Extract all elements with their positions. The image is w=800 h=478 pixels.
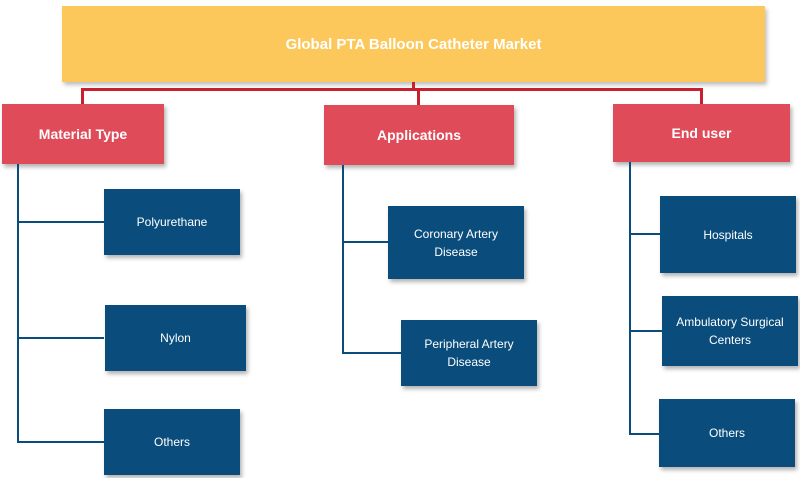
connector-applications-vertical <box>342 165 344 354</box>
category-applications: Applications <box>324 105 514 165</box>
leaf-enduser-others: Others <box>659 399 795 467</box>
connector-drop-applications <box>417 88 420 105</box>
leaf-hospitals: Hospitals <box>660 196 796 273</box>
leaf-ambulatory-surgical-centers: Ambulatory Surgical Centers <box>662 296 798 366</box>
connector-material-nylon <box>17 337 104 339</box>
connector-applications-coronary <box>342 241 388 243</box>
connector-horizontal-bus <box>81 88 703 91</box>
leaf-polyurethane: Polyurethane <box>104 189 240 255</box>
connector-enduser-vertical <box>629 162 631 435</box>
connector-material-others <box>17 441 104 443</box>
leaf-material-others: Others <box>104 409 240 475</box>
category-end-user: End user <box>613 104 790 162</box>
leaf-peripheral-artery-disease: Peripheral Artery Disease <box>401 320 537 386</box>
connector-applications-peripheral <box>342 352 401 354</box>
connector-material-vertical <box>17 164 19 443</box>
leaf-nylon: Nylon <box>105 305 246 371</box>
leaf-coronary-artery-disease: Coronary Artery Disease <box>388 206 524 279</box>
connector-root-stem <box>412 82 415 90</box>
diagram-title: Global PTA Balloon Catheter Market <box>62 6 765 82</box>
connector-drop-material <box>81 88 84 104</box>
connector-enduser-hospitals <box>629 233 660 235</box>
connector-enduser-ambulatory <box>629 330 662 332</box>
connector-enduser-others <box>629 433 659 435</box>
connector-drop-enduser <box>700 88 703 104</box>
connector-material-polyurethane <box>17 221 104 223</box>
category-material-type: Material Type <box>2 104 164 164</box>
